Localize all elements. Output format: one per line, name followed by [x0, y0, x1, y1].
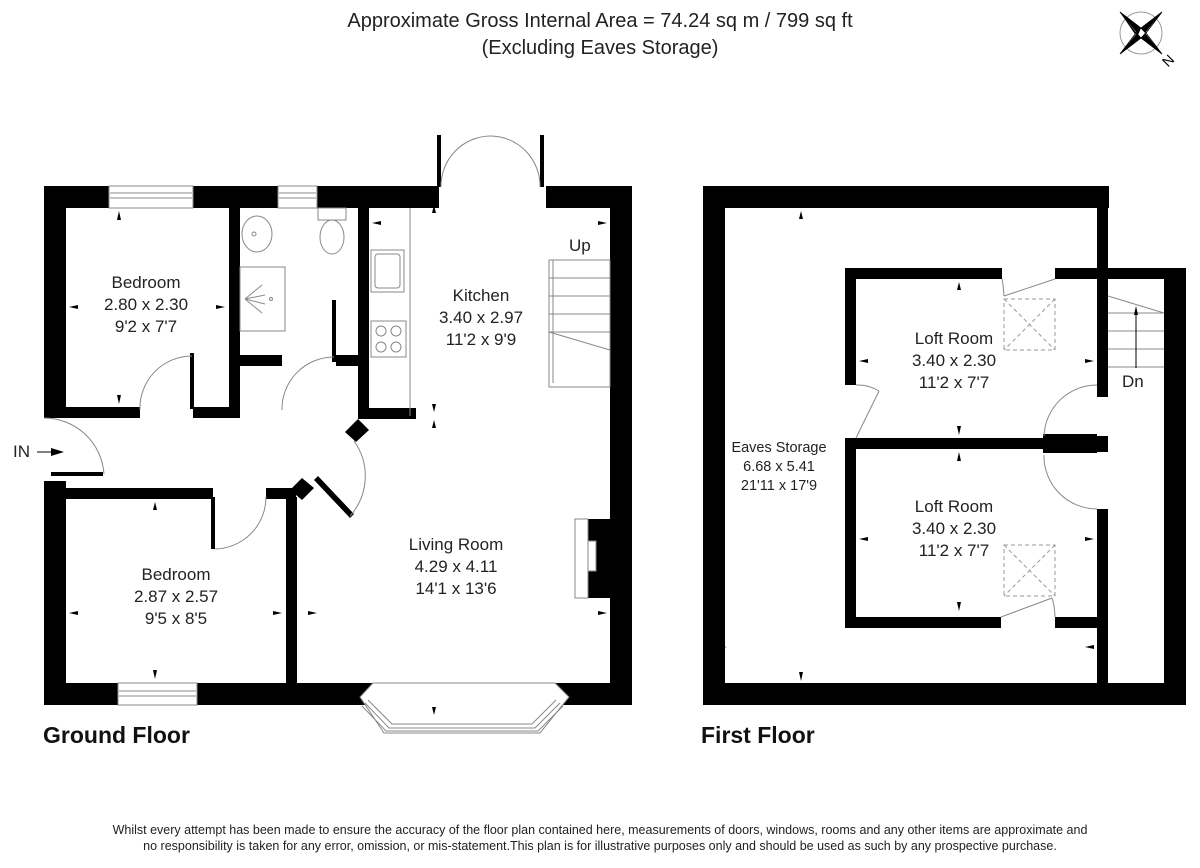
skylight-icons [1003, 298, 1056, 597]
room-name: Living Room [408, 535, 504, 554]
room-label-kitchen: Kitchen 3.40 x 2.97 11'2 x 9'9 [439, 285, 523, 351]
room-label-living-room: Living Room 4.29 x 4.11 14'1 x 13'6 [409, 534, 504, 600]
room-name: Loft Room [914, 329, 994, 348]
room-imperial: 11'2 x 7'7 [918, 541, 990, 560]
first-floor-fixtures [855, 278, 1165, 618]
room-name: Bedroom [111, 273, 181, 292]
ground-floor-dimension-arrows [51, 205, 607, 715]
room-metric: 2.80 x 2.30 [103, 295, 189, 314]
room-imperial: 9'2 x 7'7 [114, 317, 178, 336]
compass-rose-icon: N [1119, 11, 1177, 70]
room-metric: 2.87 x 2.57 [133, 587, 219, 606]
first-floor-label: First Floor [701, 722, 815, 748]
first-floor-walls [703, 186, 1186, 705]
room-imperial: 21'11 x 17'9 [740, 478, 818, 494]
room-metric: 3.40 x 2.97 [438, 308, 524, 327]
room-metric: 6.68 x 5.41 [743, 459, 815, 475]
area-exclusion-note: (Excluding Eaves Storage) [481, 37, 719, 59]
room-label-eaves-storage: Eaves Storage 6.68 x 5.41 21'11 x 17'9 [731, 439, 826, 496]
room-metric: 4.29 x 4.11 [414, 557, 498, 576]
disclaimer-line-1: Whilst every attempt has been made to en… [112, 823, 1088, 837]
room-imperial: 9'5 x 8'5 [144, 609, 208, 628]
room-metric: 3.40 x 2.30 [911, 519, 997, 538]
disclaimer-line-2: no responsibility is taken for any error… [143, 839, 1057, 853]
room-name: Eaves Storage [731, 440, 827, 456]
room-label-loft-room-2: Loft Room 3.40 x 2.30 11'2 x 7'7 [912, 496, 996, 562]
room-name: Kitchen [452, 286, 510, 305]
room-name: Bedroom [141, 565, 211, 584]
room-label-bedroom-1: Bedroom 2.80 x 2.30 9'2 x 7'7 [104, 272, 188, 338]
ground-floor-walls [44, 135, 632, 705]
room-imperial: 14'1 x 13'6 [415, 579, 497, 598]
stairs-down-label: Dn [1122, 372, 1144, 391]
entrance-label: IN [13, 442, 30, 461]
room-label-bedroom-2: Bedroom 2.87 x 2.57 9'5 x 8'5 [134, 564, 218, 630]
ground-floor-label: Ground Floor [43, 722, 190, 748]
room-imperial: 11'2 x 9'9 [445, 330, 517, 349]
ground-floor-fixtures [43, 135, 611, 734]
room-label-loft-room-1: Loft Room 3.40 x 2.30 11'2 x 7'7 [912, 328, 996, 394]
first-floor-dimension-arrows [716, 211, 1138, 681]
room-name: Loft Room [914, 497, 994, 516]
room-metric: 3.40 x 2.30 [911, 351, 997, 370]
gross-area-title: Approximate Gross Internal Area = 74.24 … [347, 10, 853, 32]
room-imperial: 11'2 x 7'7 [918, 373, 990, 392]
stairs-up-label: Up [569, 236, 591, 255]
